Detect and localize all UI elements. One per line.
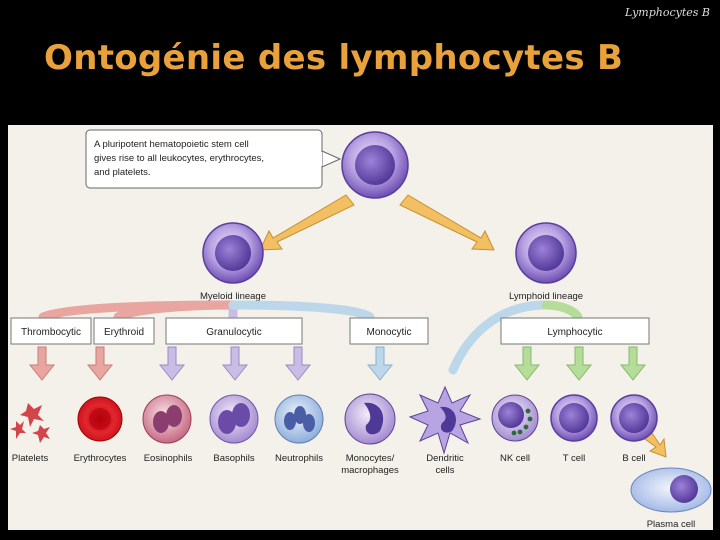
label-monocytes-line-1: Monocytes/	[346, 453, 395, 464]
callout-line-3: and platelets.	[94, 167, 151, 178]
nk-cell	[491, 394, 539, 442]
stem-cell-callout: A pluripotent hematopoietic stem cell gi…	[85, 129, 342, 189]
stem-cell	[341, 131, 409, 199]
hematopoiesis-figure: A pluripotent hematopoietic stem cell gi…	[8, 125, 713, 530]
myeloid-fan-arrows	[38, 300, 375, 322]
neutrophil-cell	[274, 394, 324, 444]
lymphoid-progenitor-cell	[515, 222, 577, 284]
monocyte-cell	[344, 393, 396, 445]
label-t-cell: T cell	[563, 453, 586, 464]
svg-text:Thrombocytic: Thrombocytic	[21, 327, 81, 338]
label-eosinophils: Eosinophils	[144, 453, 193, 464]
label-platelets: Platelets	[12, 453, 49, 464]
branch-granulocytic: Granulocytic	[165, 317, 303, 345]
label-neutrophils: Neutrophils	[275, 453, 323, 464]
label-nk-cell: NK cell	[500, 453, 530, 464]
label-erythrocytes: Erythrocytes	[74, 453, 127, 464]
callout-line-1: A pluripotent hematopoietic stem cell	[94, 139, 249, 150]
svg-text:Erythroid: Erythroid	[104, 327, 144, 338]
branch-erythroid: Erythroid	[93, 317, 155, 345]
slide-title: Ontogénie des lymphocytes B	[44, 38, 624, 78]
eosinophil-cell	[142, 394, 192, 444]
label-b-cell: B cell	[622, 453, 645, 464]
myeloid-lineage-label: Myeloid lineage	[200, 291, 266, 302]
platelets-cell	[10, 403, 50, 443]
myeloid-progenitor-cell	[202, 222, 264, 284]
label-monocytes-line-2: macrophages	[341, 465, 399, 476]
basophil-cell	[209, 394, 259, 444]
label-dendritic-line-2: cells	[435, 465, 454, 476]
svg-text:Monocytic: Monocytic	[366, 327, 411, 338]
svg-text:Granulocytic: Granulocytic	[206, 327, 262, 338]
label-basophils: Basophils	[213, 453, 254, 464]
erythrocyte-cell	[77, 396, 123, 442]
t-cell	[550, 394, 598, 442]
branch-monocytic: Monocytic	[349, 317, 429, 345]
branch-thrombocytic: Thrombocytic	[10, 317, 92, 345]
branch-lymphocytic: Lymphocytic	[500, 317, 650, 345]
b-cell	[610, 394, 658, 442]
lymphoid-lineage-label: Lymphoid lineage	[509, 291, 583, 302]
callout-line-2: gives rise to all leukocytes, erythrocyt…	[94, 153, 264, 164]
svg-text:Lymphocytic: Lymphocytic	[547, 327, 602, 338]
label-plasma-cell: Plasma cell	[647, 519, 696, 530]
lymphoid-fan-arrows	[448, 300, 583, 375]
header-tag: Lymphocytes B	[624, 6, 710, 19]
cell-arrows	[28, 346, 667, 458]
dendritic-cell	[408, 385, 482, 455]
plasma-cell	[630, 467, 712, 513]
label-dendritic-line-1: Dendritic	[426, 453, 464, 464]
stem-to-progenitor-arrows	[259, 194, 495, 251]
